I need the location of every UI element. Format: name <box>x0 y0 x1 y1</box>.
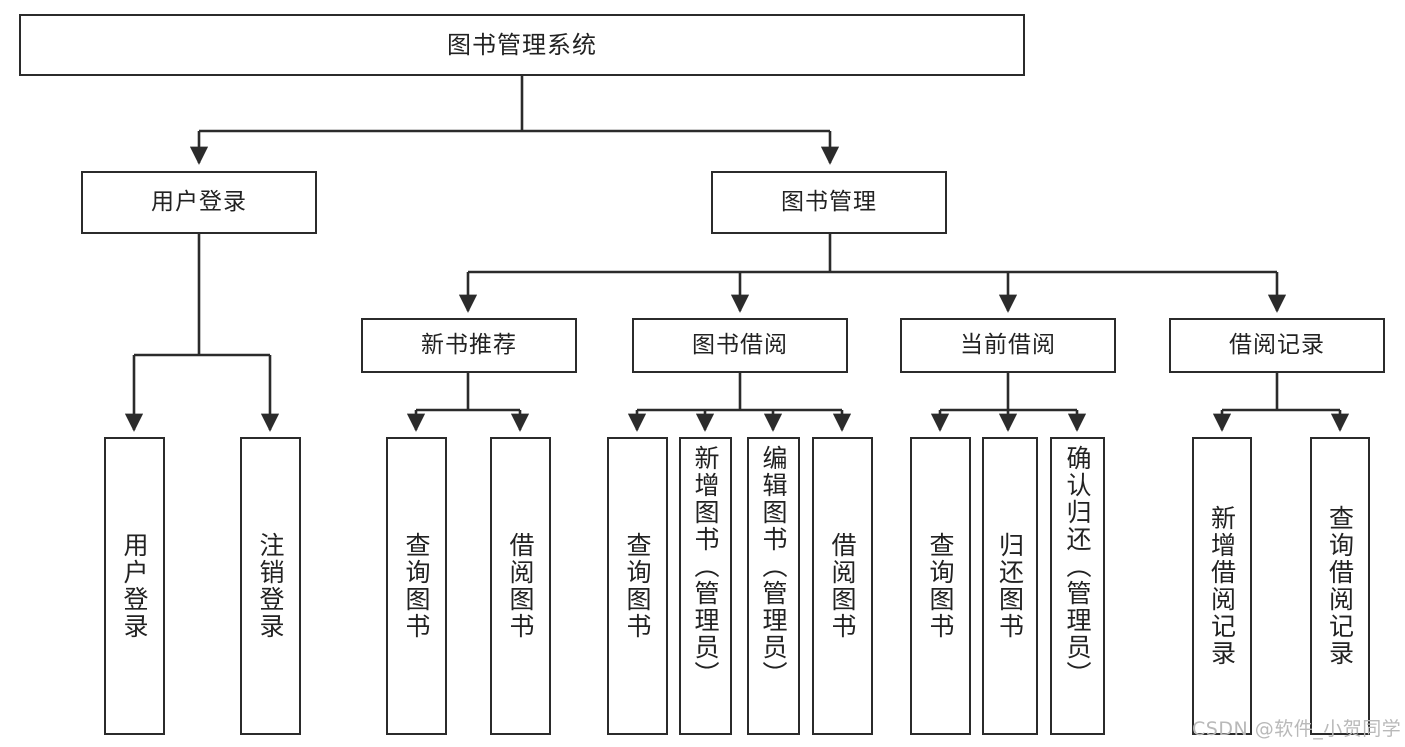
node-leaf-query-book-1[interactable]: 查询图书 <box>386 437 447 735</box>
node-leaf-query-record-label: 查询借阅记录 <box>1325 505 1355 667</box>
node-leaf-query-book-2-label: 查询图书 <box>623 532 652 640</box>
node-book-manage-label: 图书管理 <box>781 188 877 215</box>
node-user-login-label: 用户登录 <box>151 188 247 215</box>
node-leaf-add-book-label: 新增图书（管理员） <box>691 445 720 688</box>
node-leaf-query-book-3-label: 查询图书 <box>926 532 955 640</box>
node-leaf-edit-book[interactable]: 编辑图书（管理员） <box>747 437 800 735</box>
node-new-book-recommend-label: 新书推荐 <box>421 331 517 358</box>
node-borrow-record-label: 借阅记录 <box>1229 331 1325 358</box>
node-leaf-edit-book-label: 编辑图书（管理员） <box>759 445 788 688</box>
node-book-manage[interactable]: 图书管理 <box>711 171 947 234</box>
node-leaf-borrow-book-1[interactable]: 借阅图书 <box>490 437 551 735</box>
node-book-borrow[interactable]: 图书借阅 <box>632 318 848 373</box>
node-leaf-add-record-label: 新增借阅记录 <box>1207 505 1237 667</box>
node-leaf-user-login[interactable]: 用户登录 <box>104 437 165 735</box>
node-new-book-recommend[interactable]: 新书推荐 <box>361 318 577 373</box>
node-borrow-record[interactable]: 借阅记录 <box>1169 318 1385 373</box>
node-book-borrow-label: 图书借阅 <box>692 331 788 358</box>
node-current-borrow[interactable]: 当前借阅 <box>900 318 1116 373</box>
node-leaf-query-record[interactable]: 查询借阅记录 <box>1310 437 1370 735</box>
node-leaf-query-book-2[interactable]: 查询图书 <box>607 437 668 735</box>
watermark-text: CSDN @软件_小贺同学 <box>1192 718 1402 740</box>
node-leaf-query-book-1-label: 查询图书 <box>402 532 431 640</box>
node-leaf-query-book-3[interactable]: 查询图书 <box>910 437 971 735</box>
node-leaf-user-login-label: 用户登录 <box>120 532 149 640</box>
node-leaf-borrow-book-1-label: 借阅图书 <box>506 532 535 640</box>
node-leaf-add-book[interactable]: 新增图书（管理员） <box>679 437 732 735</box>
node-leaf-logout-login[interactable]: 注销登录 <box>240 437 301 735</box>
node-root-label: 图书管理系统 <box>447 30 597 59</box>
node-current-borrow-label: 当前借阅 <box>960 331 1056 358</box>
watermark-csdn: CSDN @软件_小贺同学 <box>1192 714 1401 741</box>
node-leaf-confirm-return-label: 确认归还（管理员） <box>1063 445 1092 688</box>
node-leaf-add-record[interactable]: 新增借阅记录 <box>1192 437 1252 735</box>
node-root[interactable]: 图书管理系统 <box>19 14 1025 76</box>
node-leaf-borrow-book-2-label: 借阅图书 <box>828 532 857 640</box>
node-leaf-return-book[interactable]: 归还图书 <box>982 437 1038 735</box>
node-user-login[interactable]: 用户登录 <box>81 171 317 234</box>
node-leaf-borrow-book-2[interactable]: 借阅图书 <box>812 437 873 735</box>
node-leaf-confirm-return[interactable]: 确认归还（管理员） <box>1050 437 1105 735</box>
node-leaf-return-book-label: 归还图书 <box>995 532 1025 640</box>
node-leaf-logout-login-label: 注销登录 <box>256 532 285 640</box>
